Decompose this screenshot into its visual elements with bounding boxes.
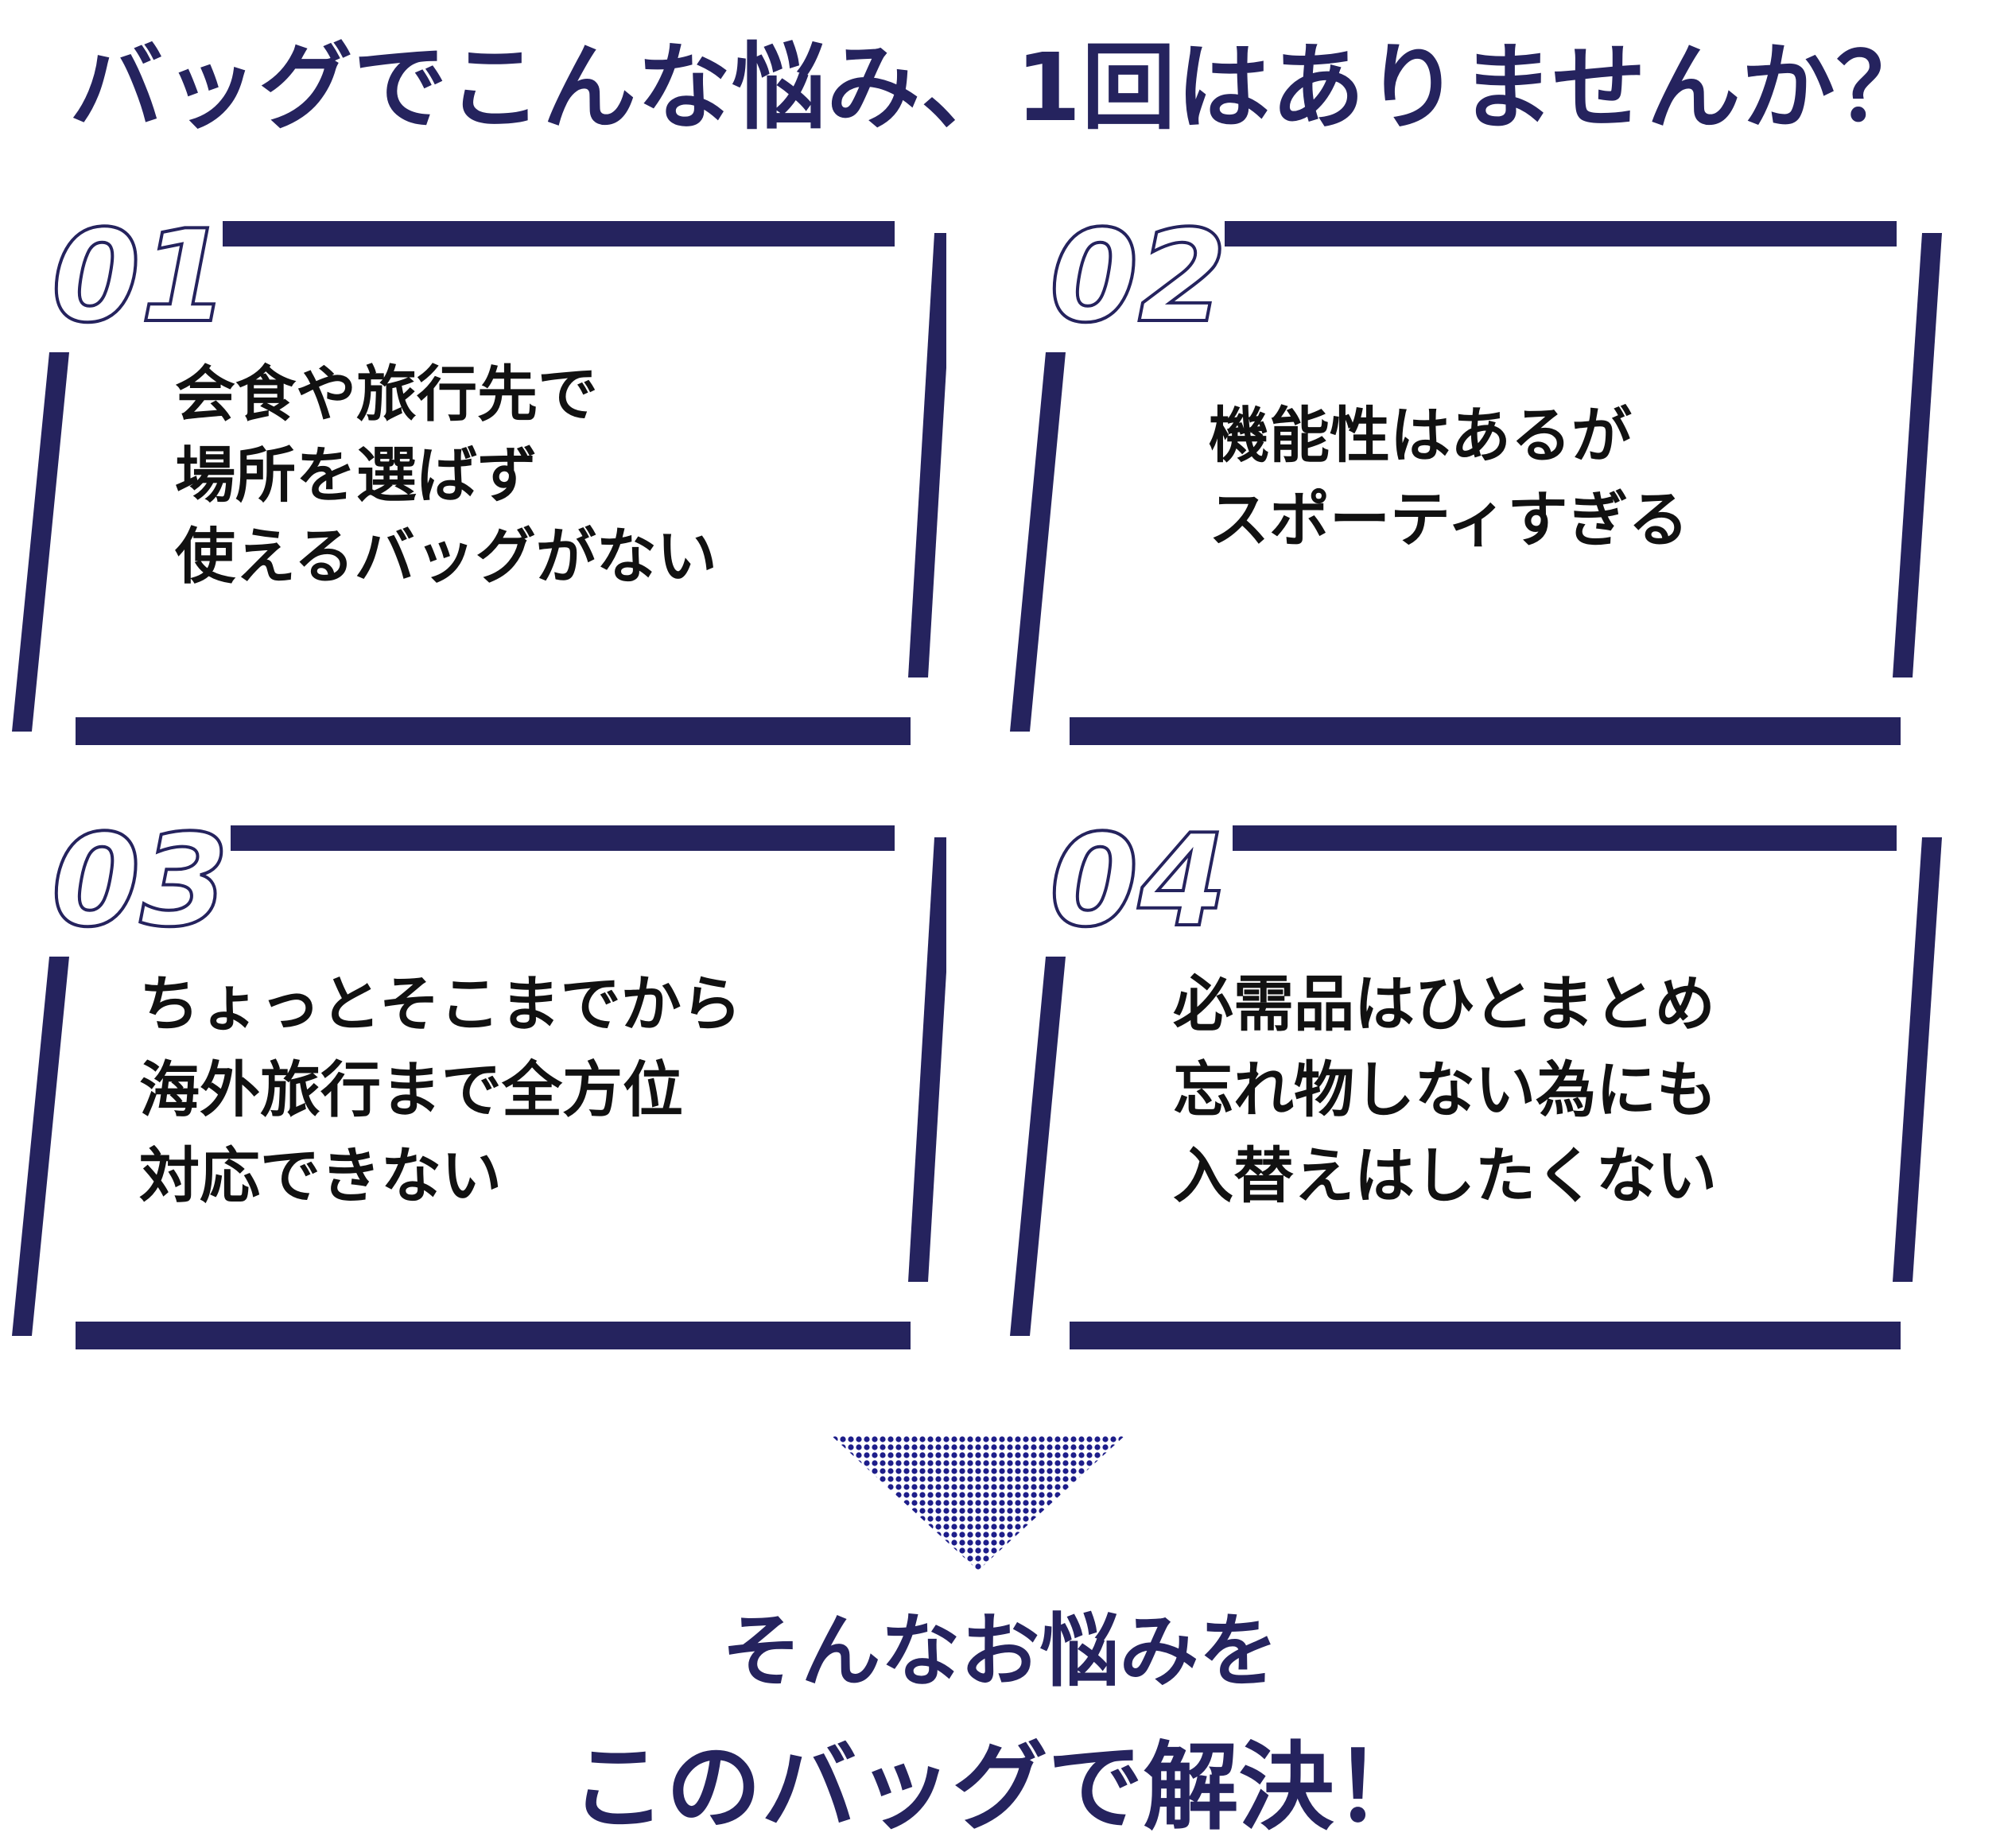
halftone-down-arrow-icon	[831, 1435, 1125, 1570]
card-frame	[12, 825, 946, 1349]
card-frame	[1010, 825, 1942, 1349]
problem-text-line: 必需品はひとまとめ	[1173, 969, 1715, 1039]
problem-text-line: 入替えはしたくない	[1173, 1140, 1717, 1211]
problem-text-line: 海外旅行まで全方位	[139, 1054, 683, 1125]
problem-number: 02	[1048, 202, 1229, 351]
problem-text-line: 場所を選ばず	[175, 440, 538, 511]
problem-number: 01	[50, 202, 231, 351]
problem-text-line: 機能性はあるが	[1209, 400, 1632, 471]
page-headline: バッグでこんな悩み、1回はありませんか？	[69, 33, 1931, 142]
card-frame	[1010, 221, 1942, 745]
problem-text-line: ちょっとそこまでから	[139, 969, 742, 1039]
problem-text-line: スポーティすぎる	[1209, 484, 1689, 555]
problem-card-3: 03 ちょっとそこまでから 海外旅行まで全方位 対応できない	[12, 811, 946, 1368]
problem-text-line: 会食や旅行先で	[175, 359, 598, 429]
problem-card-2: 02 機能性はあるが スポーティすぎる	[1010, 207, 1944, 763]
problem-number: 04	[1048, 806, 1229, 955]
problem-card-4: 04 必需品はひとまとめ 忘れ物しない為にも 入替えはしたくない	[1010, 811, 1944, 1368]
problem-text-line: 忘れ物しない為にも	[1173, 1054, 1717, 1125]
problem-text-line: 対応できない	[139, 1140, 502, 1211]
closing-line-2: このバッグで解決！	[570, 1733, 1430, 1843]
problem-number: 03	[50, 806, 231, 955]
problem-card-1: 01 会食や旅行先で 場所を選ばず 使えるバッグがない	[12, 207, 946, 763]
problem-text-line: 使えるバッグがない	[175, 521, 717, 592]
closing-line-1: そんなお悩みを	[721, 1605, 1279, 1698]
card-frame	[12, 221, 946, 745]
